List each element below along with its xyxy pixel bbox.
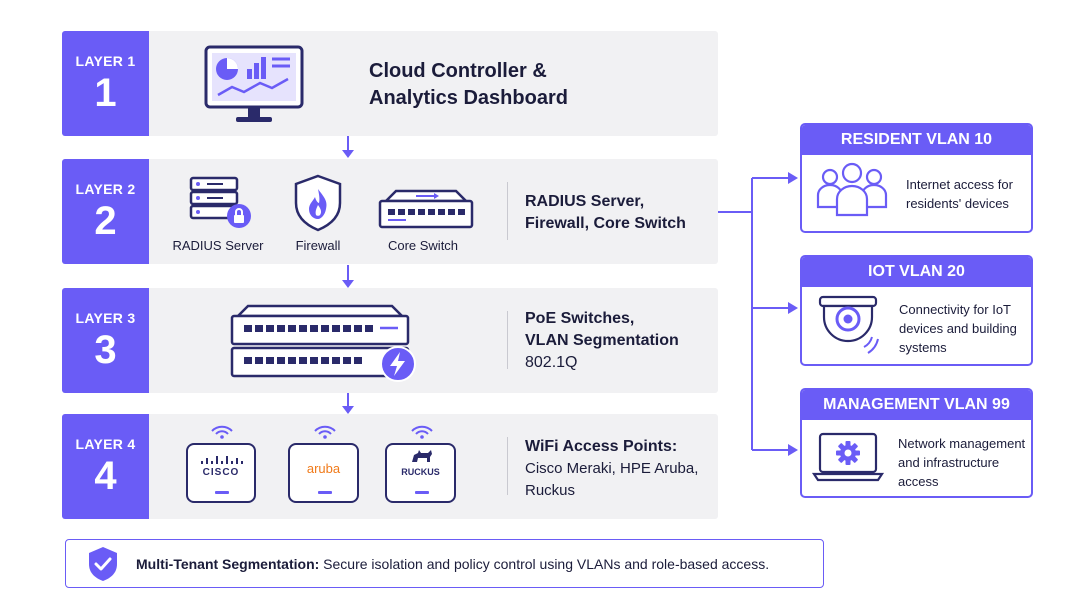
text-line: access — [898, 474, 939, 489]
segmentation-banner: Multi-Tenant Segmentation: Secure isolat… — [65, 539, 824, 588]
text-line: Network management — [898, 436, 1026, 451]
ruckus-label: RUCKUS — [401, 467, 440, 477]
desc-line: WiFi Access Points: — [525, 438, 678, 455]
aruba-label: aruba — [306, 461, 341, 476]
layer-number: 4 — [94, 454, 117, 498]
divider — [507, 182, 508, 240]
wifi-icon — [314, 425, 336, 439]
wifi-icon — [411, 425, 433, 439]
camera-icon — [818, 295, 879, 354]
layer-label: LAYER 2 — [75, 181, 136, 197]
text-line: systems — [899, 340, 947, 355]
layer-number: 1 — [94, 71, 117, 115]
desc-line: VLAN Segmentation — [525, 332, 679, 349]
cisco-logo-bars — [201, 456, 243, 464]
status-led — [318, 491, 332, 494]
core-switch-caption: Core Switch — [387, 238, 459, 253]
layer-3-description: PoE Switches, VLAN Segmentation 802.1Q — [525, 308, 679, 374]
access-point-aruba: aruba — [288, 443, 359, 503]
radius-server-icon — [189, 176, 251, 228]
poe-switch-stack-icon — [230, 304, 416, 382]
layer-3-panel: LAYER 3 3 PoE Switches, VLAN Segmentatio… — [62, 288, 718, 393]
vlan-card-text: Connectivity for IoT devices and buildin… — [899, 300, 1017, 357]
layer-number: 2 — [94, 199, 117, 243]
vlan-card-iot: IOT VLAN 20 Connectivity for IoT devices… — [800, 255, 1033, 366]
text-line: devices and building — [899, 321, 1017, 336]
layer-4-description: WiFi Access Points: Cisco Meraki, HPE Ar… — [525, 436, 698, 502]
layer-3-badge: LAYER 3 3 — [62, 288, 149, 393]
desc-line: Cisco Meraki, HPE Aruba, — [525, 460, 699, 477]
banner-text: Multi-Tenant Segmentation: Secure isolat… — [136, 556, 769, 572]
desc-line: PoE Switches, — [525, 310, 635, 327]
vlan-card-text: Internet access for residents' devices — [906, 175, 1013, 213]
cisco-label: cisco — [202, 467, 240, 478]
desc-line: Firewall, Core Switch — [525, 215, 686, 232]
title-line: Analytics Dashboard — [369, 87, 568, 109]
dashboard-monitor-icon — [204, 45, 304, 122]
divider — [507, 437, 508, 495]
text-line: Connectivity for IoT — [899, 302, 1011, 317]
banner-bold: Multi-Tenant Segmentation: — [136, 556, 320, 572]
layer-label: LAYER 1 — [75, 53, 136, 69]
layer-2-panel: LAYER 2 2 RADIUS Server Firewall Core Sw… — [62, 159, 718, 264]
layer-2-badge: LAYER 2 2 — [62, 159, 149, 264]
layer-label: LAYER 4 — [75, 436, 136, 452]
wifi-icon — [211, 425, 233, 439]
desc-line: 802.1Q — [525, 354, 578, 371]
users-icon — [816, 162, 888, 217]
layer-number: 3 — [94, 328, 117, 372]
divider — [507, 311, 508, 369]
layer-4-panel: LAYER 4 4 cisco aruba — [62, 414, 718, 519]
shield-check-icon — [89, 547, 117, 581]
text-line: residents' devices — [906, 196, 1009, 211]
core-switch-icon — [378, 189, 474, 229]
vlan-card-title: RESIDENT VLAN 10 — [802, 125, 1031, 155]
vlan-card-resident: RESIDENT VLAN 10 Internet access for res… — [800, 123, 1033, 233]
layer-1-panel: LAYER 1 1 Cloud Controller & Analytics D… — [62, 31, 718, 136]
access-point-cisco: cisco — [186, 443, 256, 503]
vlan-card-title: MANAGEMENT VLAN 99 — [802, 390, 1031, 420]
text-line: and infrastructure — [898, 455, 1000, 470]
vlan-card-title: IOT VLAN 20 — [802, 257, 1031, 287]
access-point-ruckus: RUCKUS — [385, 443, 456, 503]
banner-body: Secure isolation and policy control usin… — [319, 556, 770, 572]
laptop-gear-icon — [811, 432, 885, 482]
text-line: Internet access for — [906, 177, 1013, 192]
vlan-card-text: Network management and infrastructure ac… — [898, 434, 1025, 491]
vlan-card-management: MANAGEMENT VLAN 99 Network management an… — [800, 388, 1033, 498]
radius-server-caption: RADIUS Server — [172, 238, 264, 253]
desc-line: Ruckus — [525, 482, 576, 499]
desc-line: RADIUS Server, — [525, 193, 645, 210]
ruckus-dog-icon — [412, 450, 432, 462]
firewall-icon — [294, 174, 342, 232]
layer-4-badge: LAYER 4 4 — [62, 414, 149, 519]
title-line: Cloud Controller & — [369, 60, 547, 82]
layer-label: LAYER 3 — [75, 310, 136, 326]
layer-1-title: Cloud Controller & Analytics Dashboard — [369, 58, 568, 112]
firewall-caption: Firewall — [295, 238, 341, 253]
layer-2-description: RADIUS Server, Firewall, Core Switch — [525, 191, 686, 235]
status-led — [415, 491, 429, 494]
status-led — [215, 491, 229, 494]
layer-1-badge: LAYER 1 1 — [62, 31, 149, 136]
